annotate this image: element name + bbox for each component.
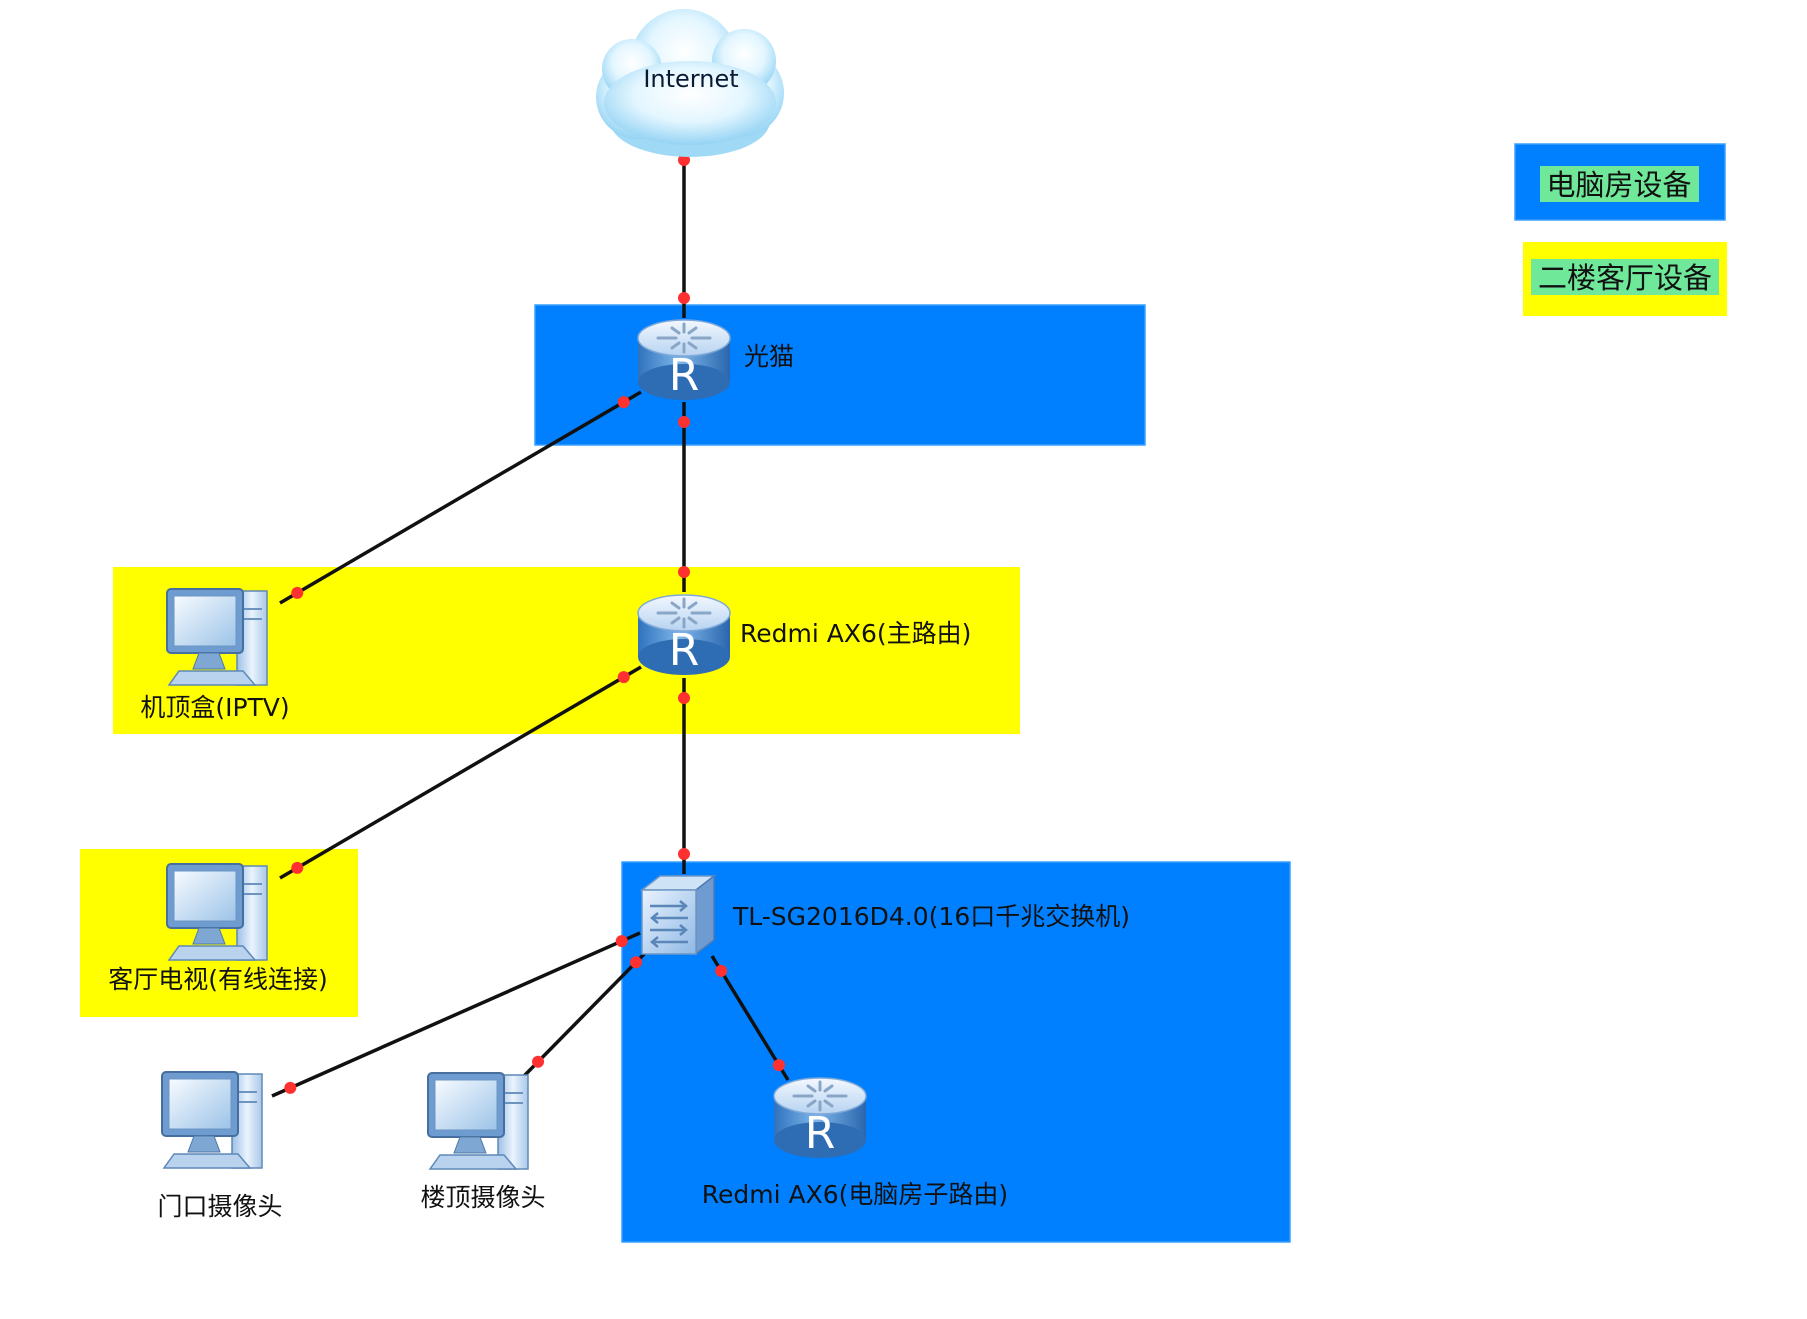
legend-item-living-room: 二楼客厅设备: [1523, 242, 1727, 316]
port-dot: [629, 956, 642, 969]
link-line: [710, 955, 790, 1081]
legend-label-bg: [1531, 259, 1719, 295]
router-icon: [636, 318, 732, 403]
link-modem-stb: [279, 390, 642, 605]
link-modem-main-router: [678, 402, 690, 592]
legend-item-computer-room: 电脑房设备: [1514, 143, 1726, 221]
node-labels: Internet 光猫 Redmi AX6(主路由) 机顶盒(IPTV) 客厅电…: [108, 65, 1130, 1221]
port-dot: [678, 692, 690, 704]
stb-label: 机顶盒(IPTV): [140, 693, 289, 722]
switch-icon: [640, 874, 716, 956]
port-dot: [678, 154, 690, 166]
port-dot: [715, 964, 728, 977]
sub-router-node[interactable]: [772, 1076, 868, 1161]
link-line: [279, 390, 642, 605]
port-dot: [284, 1081, 297, 1094]
link-line: [271, 931, 641, 1098]
port-dot: [678, 416, 690, 428]
main-router-label: Redmi AX6(主路由): [740, 619, 971, 648]
link-switch-sub-router: [710, 955, 790, 1081]
port-dot: [291, 861, 304, 874]
port-dot: [772, 1059, 785, 1072]
port-dot: [615, 935, 628, 948]
port-dot: [678, 292, 690, 304]
switch-node[interactable]: [640, 874, 716, 956]
router-icon: [772, 1076, 868, 1161]
legend: 电脑房设备 二楼客厅设备: [1514, 143, 1727, 316]
tv-node[interactable]: [166, 863, 268, 961]
link-switch-door-cam: [271, 931, 641, 1098]
door-cam-node[interactable]: [161, 1071, 263, 1169]
internet-label: Internet: [643, 65, 738, 93]
zone-modem-computer-room: [534, 304, 1146, 446]
main-router-node[interactable]: [636, 593, 732, 678]
sub-router-label: Redmi AX6(电脑房子路由): [702, 1180, 1008, 1209]
tv-label: 客厅电视(有线连接): [108, 965, 328, 994]
pc-icon: [166, 588, 268, 686]
switch-label: TL-SG2016D4.0(16口千兆交换机): [732, 902, 1130, 931]
link-internet-modem: [678, 140, 690, 318]
zone-switch-computer-room: [621, 861, 1291, 1243]
link-line: [522, 946, 652, 1078]
link-line: [279, 665, 642, 880]
port-dot: [617, 396, 630, 409]
pc-icon: [166, 863, 268, 961]
link-main-router-tv: [279, 665, 642, 880]
legend-label-bg: [1540, 166, 1699, 202]
port-dot: [678, 566, 690, 578]
port-dot: [617, 671, 630, 684]
stb-node[interactable]: [166, 588, 268, 686]
port-dot: [291, 586, 304, 599]
door-cam-label: 门口摄像头: [157, 1192, 282, 1221]
modem-label: 光猫: [744, 342, 794, 371]
roof-cam-label: 楼顶摄像头: [420, 1183, 545, 1212]
roof-cam-node[interactable]: [427, 1072, 529, 1170]
legend-label-computer-room: 电脑房设备: [1546, 168, 1691, 202]
pc-icon: [427, 1072, 529, 1170]
port-dot: [532, 1055, 545, 1068]
port-dot: [678, 848, 690, 860]
link-switch-roof-cam: [522, 946, 652, 1078]
pc-icon: [161, 1071, 263, 1169]
link-main-router-switch: [678, 678, 690, 874]
legend-label-living-room: 二楼客厅设备: [1538, 261, 1712, 295]
modem-node[interactable]: [636, 318, 732, 403]
router-icon: [636, 593, 732, 678]
